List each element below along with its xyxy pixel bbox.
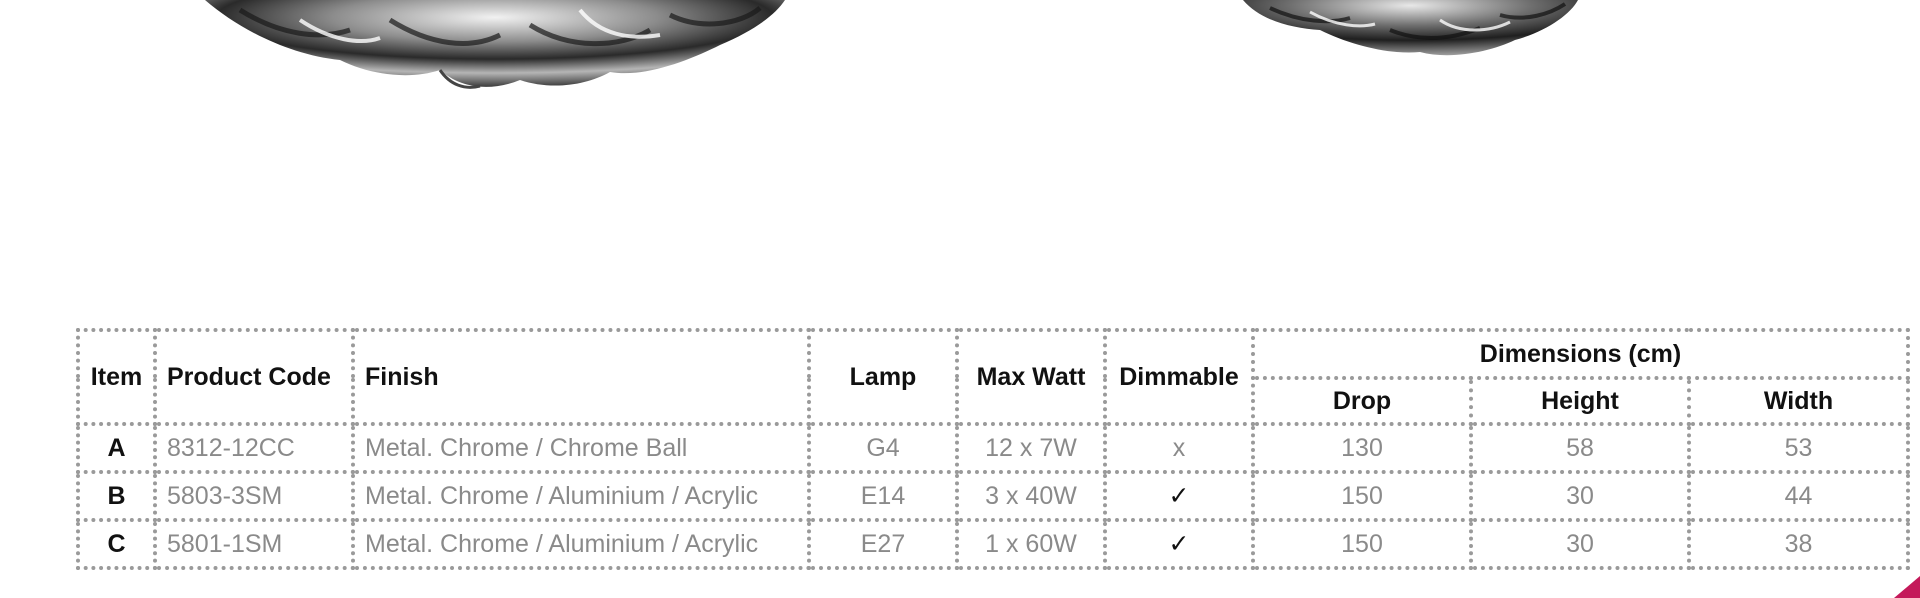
cell-height: 58 [1469,422,1691,474]
cell-lamp: E27 [807,518,959,570]
product-spec-table: Item Product Code Finish Lamp Max Watt D… [76,328,1911,570]
cell-product-code: 5801-1SM [153,518,355,570]
header-width: Width [1686,376,1911,426]
header-product-code: Product Code [153,328,355,426]
cell-finish: Metal. Chrome / Aluminium / Acrylic [351,518,811,570]
cell-height: 30 [1469,470,1691,522]
header-drop: Drop [1251,376,1473,426]
table-subheader-row: Drop Height Width [78,376,1911,426]
header-dimensions: Dimensions (cm) [1250,328,1911,380]
table-row: C 5801-1SM Metal. Chrome / Aluminium / A… [76,518,1911,570]
cell-drop: 150 [1251,518,1473,570]
header-height: Height [1469,376,1691,426]
cell-product-code: 5803-3SM [153,470,355,522]
corner-accent [1894,576,1920,598]
header-lamp: Lamp [807,328,959,426]
chandelier-photo-right [1243,0,1578,56]
cell-dimmable: x [1103,422,1255,474]
header-dimmable: Dimmable [1103,328,1255,426]
header-item: Item [76,328,157,426]
cell-max-watt: 1 x 60W [955,518,1107,570]
cell-finish: Metal. Chrome / Aluminium / Acrylic [351,470,811,522]
cell-lamp: E14 [807,470,959,522]
cell-item: C [76,518,157,570]
cell-item: B [76,470,157,522]
cell-width: 38 [1686,518,1911,570]
cell-height: 30 [1469,518,1691,570]
chandelier-photo-left [205,0,785,89]
cell-max-watt: 12 x 7W [955,422,1107,474]
cell-width: 53 [1686,422,1911,474]
cell-lamp: G4 [807,422,959,474]
table-header-row: Item Product Code Finish Lamp Max Watt D… [76,328,1911,426]
header-finish: Finish [351,328,811,426]
cell-finish: Metal. Chrome / Chrome Ball [351,422,811,474]
cell-max-watt: 3 x 40W [955,470,1107,522]
cell-width: 44 [1686,470,1911,522]
cell-drop: 130 [1251,422,1473,474]
cell-drop: 150 [1251,470,1473,522]
cell-product-code: 8312-12CC [153,422,355,474]
cell-dimmable: ✓ [1103,518,1255,570]
table-row: B 5803-3SM Metal. Chrome / Aluminium / A… [76,470,1911,522]
cell-item: A [76,422,157,474]
header-max-watt: Max Watt [955,328,1107,426]
table-row: A 8312-12CC Metal. Chrome / Chrome Ball … [76,422,1911,474]
cell-dimmable: ✓ [1103,470,1255,522]
